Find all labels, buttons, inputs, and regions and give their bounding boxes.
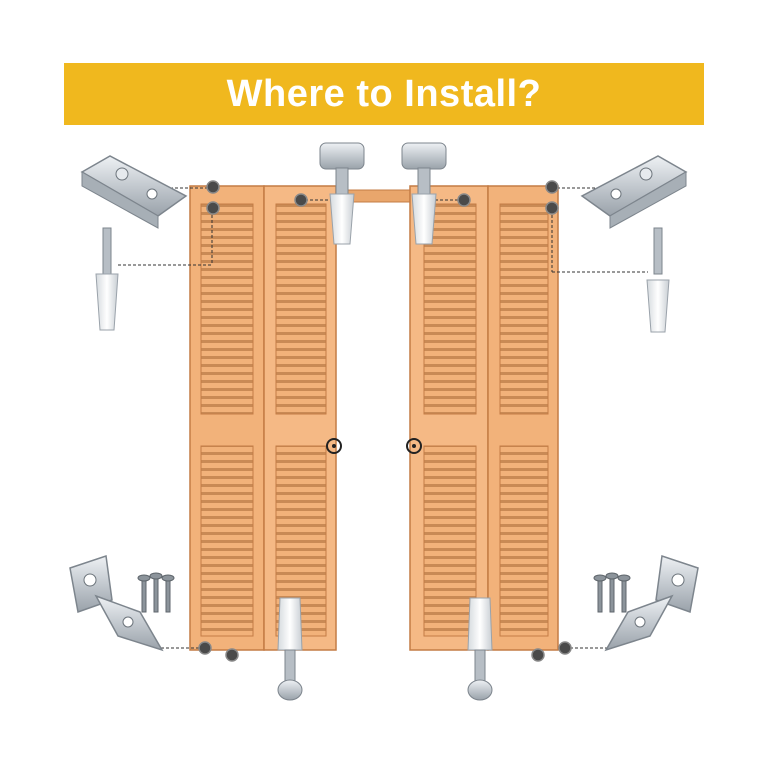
title-banner-text: Where to Install? xyxy=(64,63,704,125)
guide-pin-left-icon xyxy=(95,227,119,331)
door-panel-right-outer xyxy=(487,185,559,651)
screws-right-icon xyxy=(593,572,631,613)
door-knob-left-icon xyxy=(326,438,342,454)
bottom-pivot-right-icon xyxy=(467,597,493,701)
bottom-bracket-left-icon xyxy=(69,555,164,652)
top-pivot-left-icon xyxy=(319,142,365,245)
door-panel-right-inner xyxy=(409,185,489,651)
screws-left-icon xyxy=(137,572,175,613)
door-knob-right-icon xyxy=(406,438,422,454)
top-pivot-right-icon xyxy=(401,142,447,245)
top-bracket-right-icon xyxy=(580,155,688,229)
banner-background xyxy=(64,63,704,125)
banner-title-text: Where to Install? xyxy=(226,72,542,115)
marker-dots xyxy=(198,180,572,662)
door-panel-left-outer xyxy=(189,185,265,651)
bottom-pivot-left-icon xyxy=(277,597,303,701)
door-panel-left-inner xyxy=(263,185,337,651)
bottom-bracket-right-icon xyxy=(604,555,699,652)
guide-pin-right-icon xyxy=(646,227,670,333)
top-bracket-left-icon xyxy=(80,155,188,229)
